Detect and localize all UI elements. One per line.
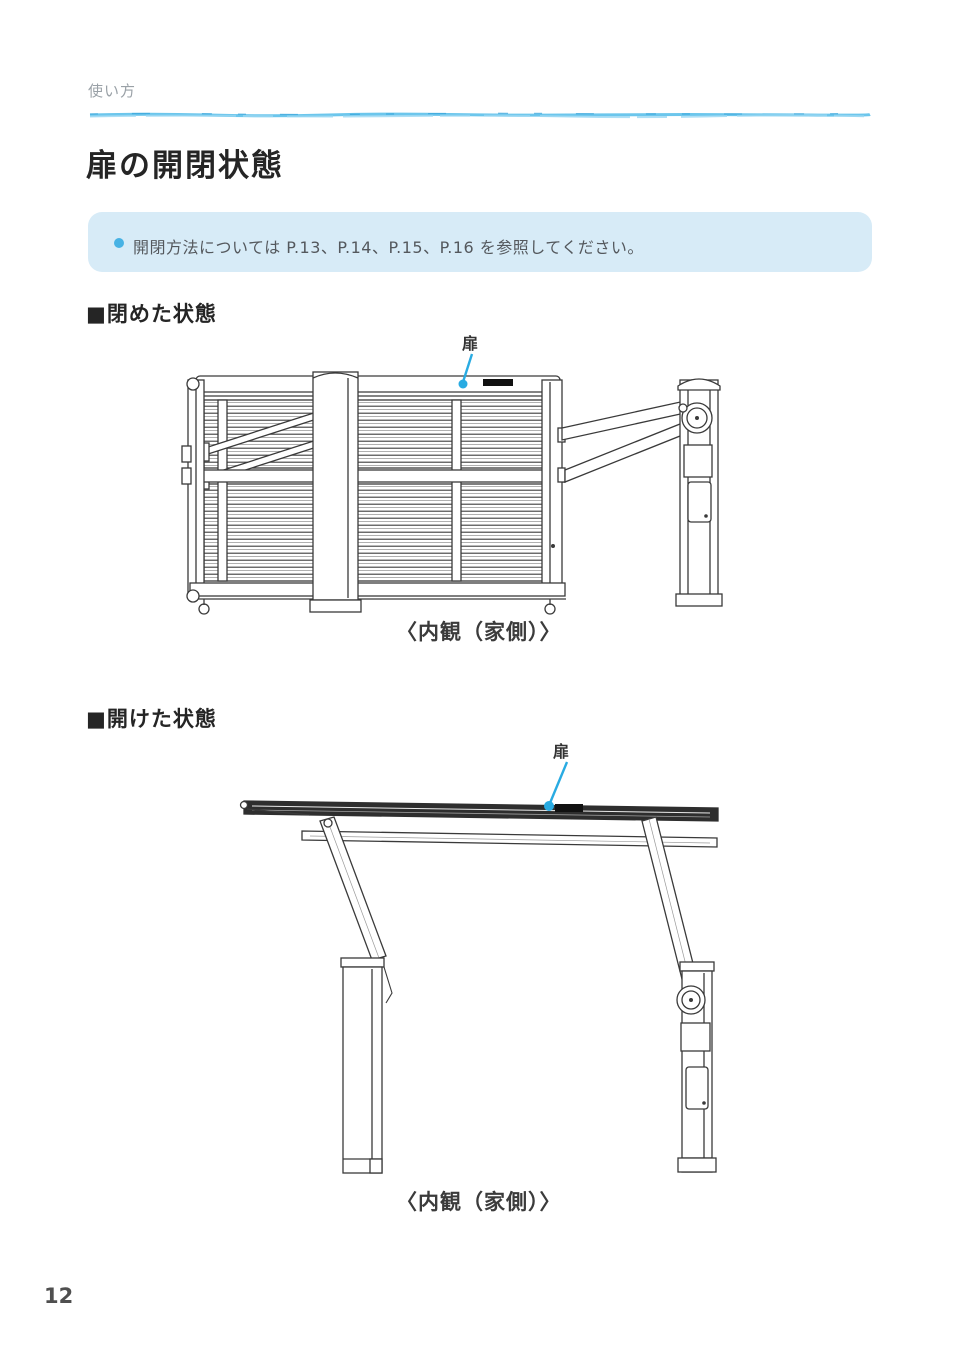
left-post (340, 957, 393, 1174)
gate-open-diagram (239, 761, 719, 1174)
page-title: 扉の開閉状態 (86, 148, 284, 184)
leader-line-closed (458, 353, 474, 389)
reference-note-box: 開閉方法については P.13、P.14、P.15、P.16 を参照してください。 (88, 212, 872, 272)
caption-closed: 〈内観（家側）〉 (396, 620, 562, 644)
page-number: 12 (44, 1284, 74, 1308)
support-arms (561, 400, 686, 483)
reference-note-text: 開閉方法については P.13、P.14、P.15、P.16 を参照してください。 (133, 238, 644, 257)
drive-post (676, 961, 717, 1173)
section-heading-closed: ■閉めた状態 (86, 302, 217, 326)
caption-open: 〈内観（家側）〉 (396, 1190, 562, 1214)
bullet-dot-icon (114, 238, 124, 248)
door-canopy (239, 800, 719, 822)
door-label-closed: 扉 (462, 334, 479, 353)
caster-wheel (198, 603, 210, 615)
caster-wheel (544, 603, 556, 615)
chapter-label: 使い方 (88, 82, 137, 100)
left-arm (319, 816, 387, 961)
section-heading-open: ■開けた状態 (86, 707, 217, 731)
figure-gate-closed: 扉 (180, 328, 740, 624)
control-panel (687, 481, 712, 523)
leader-line-open (544, 761, 569, 811)
control-panel (685, 1066, 709, 1110)
door-label-open: 扉 (553, 742, 570, 761)
door-handle (483, 379, 513, 386)
drive-post (675, 378, 723, 607)
latch-hook (383, 966, 393, 1004)
door-handle (555, 804, 583, 812)
figure-gate-open: 扉 (220, 735, 740, 1185)
left-post (309, 371, 362, 613)
brush-divider (89, 112, 871, 119)
gate-closed-diagram (181, 353, 723, 615)
cross-beam (301, 830, 718, 848)
